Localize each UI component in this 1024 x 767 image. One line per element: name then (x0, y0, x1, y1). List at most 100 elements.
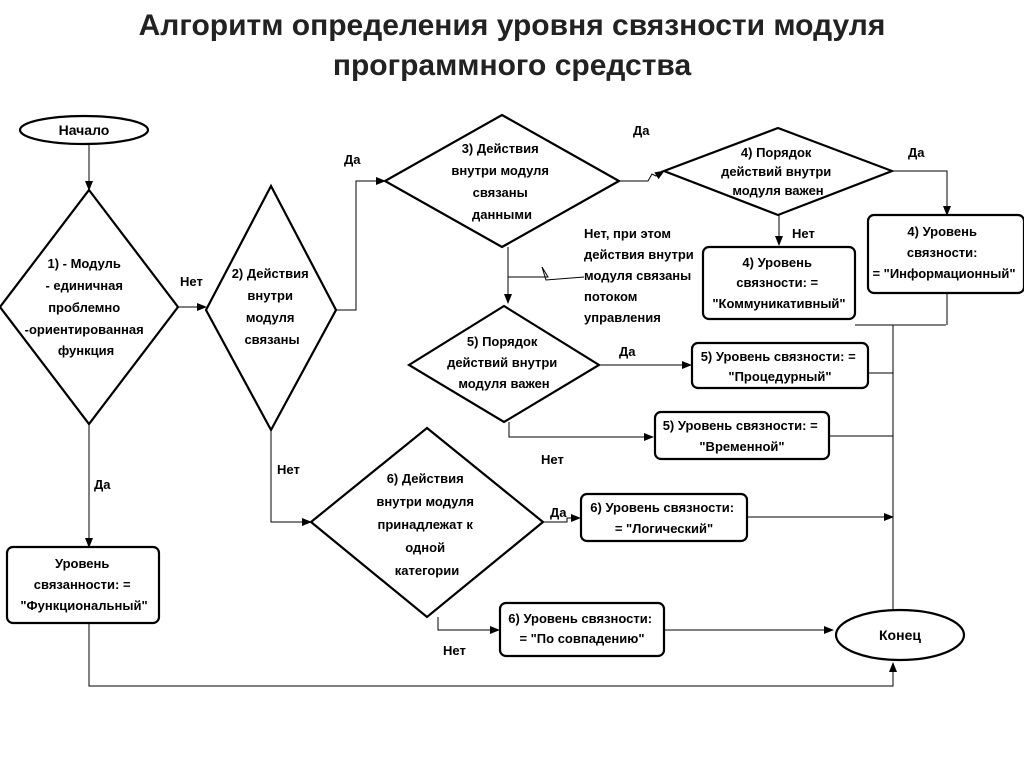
note-line-3: модуля связаны (584, 268, 691, 283)
decision-3-line-3: связаны (473, 185, 528, 200)
title-line-2: программного средства (332, 49, 692, 82)
decision-1: 1) - Модуль - единичная проблемно -ориен… (0, 188, 180, 426)
result-communicative-line-1: 4) Уровень (742, 255, 812, 270)
result-coincidental-line-1: 6) Уровень связности: (508, 611, 652, 626)
label-d3-yes: Да (633, 123, 650, 138)
svg-text:4) Порядок действий внут: 4) Порядок действий внутри модуля важен (721, 145, 835, 198)
page-title: Алгоритм определения уровня связности мо… (0, 6, 1024, 86)
connector-functional-end (88, 623, 897, 687)
label-d2-no: Нет (277, 462, 300, 477)
svg-text:1) - Модуль - единичная: 1) - Модуль - единичная проблемно -ориен… (25, 256, 148, 358)
label-d4-no: Нет (792, 226, 815, 241)
decision-6: 6) Действия внутри модуля принадлежат к … (309, 426, 545, 619)
title-line-1: Алгоритм определения уровня связности мо… (138, 9, 886, 42)
decision-5-line-2: действий внутри (447, 355, 557, 370)
decision-2: 2) Действия внутри модуля связаны (204, 183, 338, 433)
note-line-5: управления (584, 310, 661, 325)
decision-2-line-2: внутри (247, 288, 293, 303)
result-procedural-line-2: "Процедурный" (728, 369, 831, 384)
result-informational-line-3: = "Информационный" (872, 266, 1015, 281)
result-communicative-line-2: связности: = (736, 275, 818, 290)
note-line-1: Нет, при этом (584, 226, 671, 241)
svg-text:2) Действия внутри: 2) Действия внутри модуля связаны (232, 266, 313, 347)
svg-text:6) Уровень связности: =: 6) Уровень связности: = "По совпадению" (508, 611, 655, 646)
result-coincidental-line-2: = "По совпадению" (519, 631, 644, 646)
label-d5-yes: Да (619, 344, 636, 359)
result-functional-line-3: "Функциональный" (20, 598, 147, 613)
connector-d3-d4 (619, 170, 665, 182)
result-informational-line-1: 4) Уровень (907, 224, 977, 239)
note-line-4: потоком (584, 289, 637, 304)
result-temporal-line-2: "Временной" (699, 439, 784, 454)
svg-text:Нет, при этом действия в: Нет, при этом действия внутри модуля свя… (584, 226, 697, 325)
connector-collector (747, 293, 948, 610)
control-flow-note: Нет, при этом действия внутри модуля свя… (584, 226, 697, 325)
result-procedural: 5) Уровень связности: = "Процедурный" (690, 341, 870, 390)
label-d2-yes: Да (344, 152, 361, 167)
decision-5-line-1: 5) Порядок (467, 334, 538, 349)
result-logical-line-1: 6) Уровень связности: (590, 500, 734, 515)
svg-text:3) Действия внутри модул: 3) Действия внутри модуля связаны данным… (451, 141, 552, 222)
result-temporal: 5) Уровень связности: = "Временной" (653, 410, 831, 461)
decision-5: 5) Порядок действий внутри модуля важен (406, 304, 602, 424)
decision-1-line-4: -ориентированная (25, 322, 144, 337)
decision-6-line-5: категории (395, 563, 459, 578)
result-logical: 6) Уровень связности: = "Логический" (579, 492, 749, 543)
result-functional-line-2: связанности: = (34, 577, 131, 592)
decision-4: 4) Порядок действий внутри модуля важен (660, 126, 896, 217)
label-d6-yes: Да (550, 505, 567, 520)
result-informational: 4) Уровень связности: = "Информационный" (866, 213, 1024, 295)
decision-4-line-2: действий внутри (721, 164, 831, 179)
svg-text:4) Уровень связности: =: 4) Уровень связности: = "Коммуникативный… (712, 255, 845, 311)
note-line-2: действия внутри (584, 247, 694, 262)
decision-2-line-1: 2) Действия (232, 266, 309, 281)
svg-text:6) Действия внутри модул: 6) Действия внутри модуля принадлежат к … (376, 471, 477, 578)
label-d1-yes: Да (94, 477, 111, 492)
start-label: Начало (59, 122, 110, 138)
decision-2-line-3: модуля (246, 310, 295, 325)
svg-text:Уровень связанности: =: Уровень связанности: = "Функциональный" (20, 556, 147, 613)
result-logical-line-2: = "Логический" (615, 521, 713, 536)
decision-6-line-3: принадлежат к (378, 517, 474, 532)
decision-1-line-3: проблемно (48, 300, 120, 315)
result-communicative: 4) Уровень связности: = "Коммуникативный… (701, 245, 857, 321)
decision-5-line-3: модуля важен (458, 376, 549, 391)
svg-text:6) Уровень связности: =: 6) Уровень связности: = "Логический" (590, 500, 737, 536)
branch-labels: Нет Да Да Нет Да Да Нет Да Нет Да Нет (94, 123, 925, 658)
decision-1-line-5: функция (58, 343, 114, 358)
label-d4-yes: Да (908, 145, 925, 160)
decision-6-line-4: одной (405, 540, 445, 555)
decision-6-line-2: внутри модуля (376, 494, 474, 509)
decision-6-line-1: 6) Действия (387, 471, 464, 486)
start-terminal: Начало (18, 114, 150, 146)
result-procedural-line-1: 5) Уровень связности: = (701, 349, 856, 364)
decision-3: 3) Действия внутри модуля связаны данным… (382, 113, 622, 249)
decision-3-line-4: данными (472, 207, 532, 222)
decision-3-line-1: 3) Действия (462, 141, 539, 156)
end-label: Конец (879, 627, 921, 643)
svg-text:5) Уровень связности: =: 5) Уровень связности: = "Временной" (663, 418, 822, 454)
connector-d3-d5 (508, 247, 585, 303)
connector-d5-temporal (508, 422, 654, 441)
svg-text:4) Уровень связности:: 4) Уровень связности: = "Информационный" (872, 224, 1015, 281)
connector-d2-d6 (270, 430, 312, 526)
label-d6-no: Нет (443, 643, 466, 658)
decision-1-line-1: 1) - Модуль (47, 256, 120, 271)
decision-3-line-2: внутри модуля (451, 163, 549, 178)
connector-d4-informational (892, 170, 951, 216)
end-terminal: Конец (834, 608, 966, 662)
connector-d6-logical (543, 514, 581, 523)
result-temporal-line-1: 5) Уровень связности: = (663, 418, 818, 433)
result-functional: Уровень связанности: = "Функциональный" (5, 545, 161, 625)
result-communicative-line-3: "Коммуникативный" (712, 296, 845, 311)
decision-1-line-2: - единичная (45, 278, 122, 293)
label-d1-no: Нет (180, 274, 203, 289)
decision-2-line-4: связаны (244, 332, 299, 347)
connectors (85, 143, 951, 687)
result-functional-line-1: Уровень (55, 556, 109, 571)
label-d5-no: Нет (541, 452, 564, 467)
connector-d2-d3 (336, 177, 386, 311)
connector-d6-coincidental (437, 617, 500, 634)
result-coincidental: 6) Уровень связности: = "По совпадению" (498, 601, 666, 658)
